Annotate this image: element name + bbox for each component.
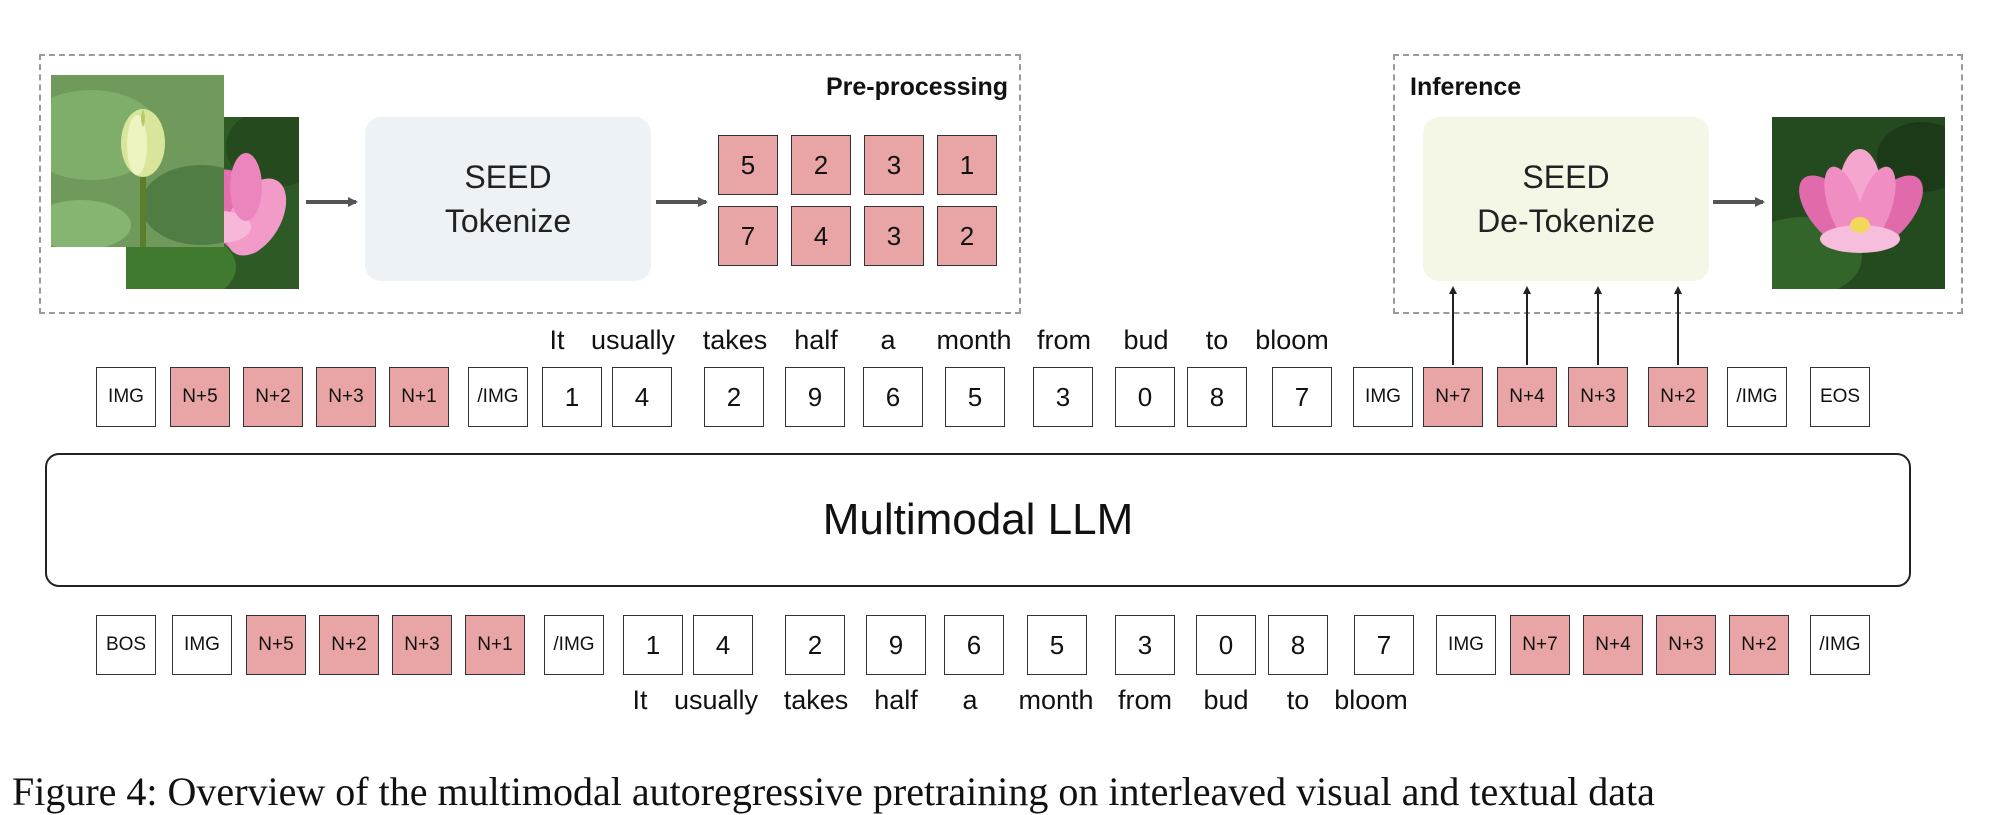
bottom-token: 4 — [693, 615, 753, 675]
bottom-token: /IMG — [544, 615, 604, 675]
bottom-token: N+2 — [1729, 615, 1789, 675]
bottom-token: N+7 — [1510, 615, 1570, 675]
bottom-token: /IMG — [1810, 615, 1870, 675]
bottom-word: takes — [783, 685, 849, 715]
top-word: bloom — [1255, 325, 1329, 355]
top-token: 4 — [612, 367, 672, 427]
grid-token: 2 — [937, 206, 997, 266]
grid-token: 7 — [718, 206, 778, 266]
detokenize-subtitle: De-Tokenize — [1477, 203, 1655, 239]
llm-label: Multimodal LLM — [822, 495, 1134, 544]
top-token: N+2 — [1648, 367, 1708, 427]
top-token: 9 — [785, 367, 845, 427]
bottom-token: 3 — [1115, 615, 1175, 675]
top-word: a — [880, 325, 896, 355]
grid-token: 3 — [864, 206, 924, 266]
top-word: half — [794, 325, 838, 355]
grid-token: 4 — [791, 206, 851, 266]
bottom-token: N+4 — [1583, 615, 1643, 675]
top-token: IMG — [96, 367, 156, 427]
top-token: N+1 — [389, 367, 449, 427]
bottom-token: 5 — [1027, 615, 1087, 675]
bottom-word: a — [962, 685, 978, 715]
preprocessing-label: Pre-processing — [826, 73, 1009, 101]
grid-token: 5 — [718, 135, 778, 195]
top-word: takes — [702, 325, 768, 355]
grid-token: 3 — [864, 135, 924, 195]
top-token: EOS — [1810, 367, 1870, 427]
bottom-token: N+2 — [319, 615, 379, 675]
bottom-token: 2 — [785, 615, 845, 675]
bottom-token: N+5 — [246, 615, 306, 675]
grid-token: 2 — [791, 135, 851, 195]
top-word: to — [1205, 325, 1229, 355]
top-word: It — [549, 325, 565, 355]
top-token: N+3 — [1568, 367, 1628, 427]
bottom-token: N+3 — [392, 615, 452, 675]
top-token: IMG — [1353, 367, 1413, 427]
top-word: month — [936, 325, 1012, 355]
top-token: N+4 — [1497, 367, 1557, 427]
tokenize-title: SEED — [464, 159, 552, 195]
top-token: 3 — [1033, 367, 1093, 427]
grid-token: 1 — [937, 135, 997, 195]
top-token: 6 — [863, 367, 923, 427]
top-token: N+2 — [243, 367, 303, 427]
bottom-word: half — [874, 685, 918, 715]
top-word: bud — [1123, 325, 1169, 355]
top-token: 8 — [1187, 367, 1247, 427]
bottom-token: 9 — [866, 615, 926, 675]
bottom-token: 0 — [1196, 615, 1256, 675]
top-word: from — [1037, 325, 1091, 355]
top-token: 2 — [704, 367, 764, 427]
bottom-token: IMG — [1436, 615, 1496, 675]
top-token: N+7 — [1423, 367, 1483, 427]
top-word: usually — [590, 325, 676, 355]
bottom-word: usually — [673, 685, 759, 715]
figure-caption: Figure 4: Overview of the multimodal aut… — [12, 769, 1655, 814]
bottom-token: 6 — [944, 615, 1004, 675]
detokenize-title: SEED — [1522, 159, 1610, 195]
bottom-token: 7 — [1354, 615, 1414, 675]
bottom-word: from — [1118, 685, 1172, 715]
bottom-word: It — [632, 685, 648, 715]
top-token: 1 — [542, 367, 602, 427]
top-token: /IMG — [468, 367, 528, 427]
lotus-output-image — [1772, 117, 1945, 289]
preprocessing-panel — [39, 54, 1021, 314]
bottom-token: 8 — [1268, 615, 1328, 675]
seed-detokenize-box: SEED De-Tokenize — [1423, 117, 1709, 281]
bottom-token: BOS — [96, 615, 156, 675]
top-token: N+3 — [316, 367, 376, 427]
bottom-token: N+1 — [465, 615, 525, 675]
bottom-word: bud — [1203, 685, 1249, 715]
bottom-word: bloom — [1334, 685, 1408, 715]
top-token: /IMG — [1727, 367, 1787, 427]
inference-label: Inference — [1410, 73, 1522, 101]
bottom-token: IMG — [172, 615, 232, 675]
top-token: N+5 — [170, 367, 230, 427]
tokenize-subtitle: Tokenize — [444, 203, 572, 239]
bottom-word: month — [1018, 685, 1094, 715]
seed-tokenize-box: SEED Tokenize — [365, 117, 651, 281]
top-token: 0 — [1115, 367, 1175, 427]
bottom-word: to — [1286, 685, 1310, 715]
bottom-token: 1 — [623, 615, 683, 675]
bottom-token: N+3 — [1656, 615, 1716, 675]
multimodal-llm-box: Multimodal LLM — [45, 453, 1911, 587]
lotus-bud-image — [51, 75, 224, 247]
top-token: 7 — [1272, 367, 1332, 427]
top-token: 5 — [945, 367, 1005, 427]
